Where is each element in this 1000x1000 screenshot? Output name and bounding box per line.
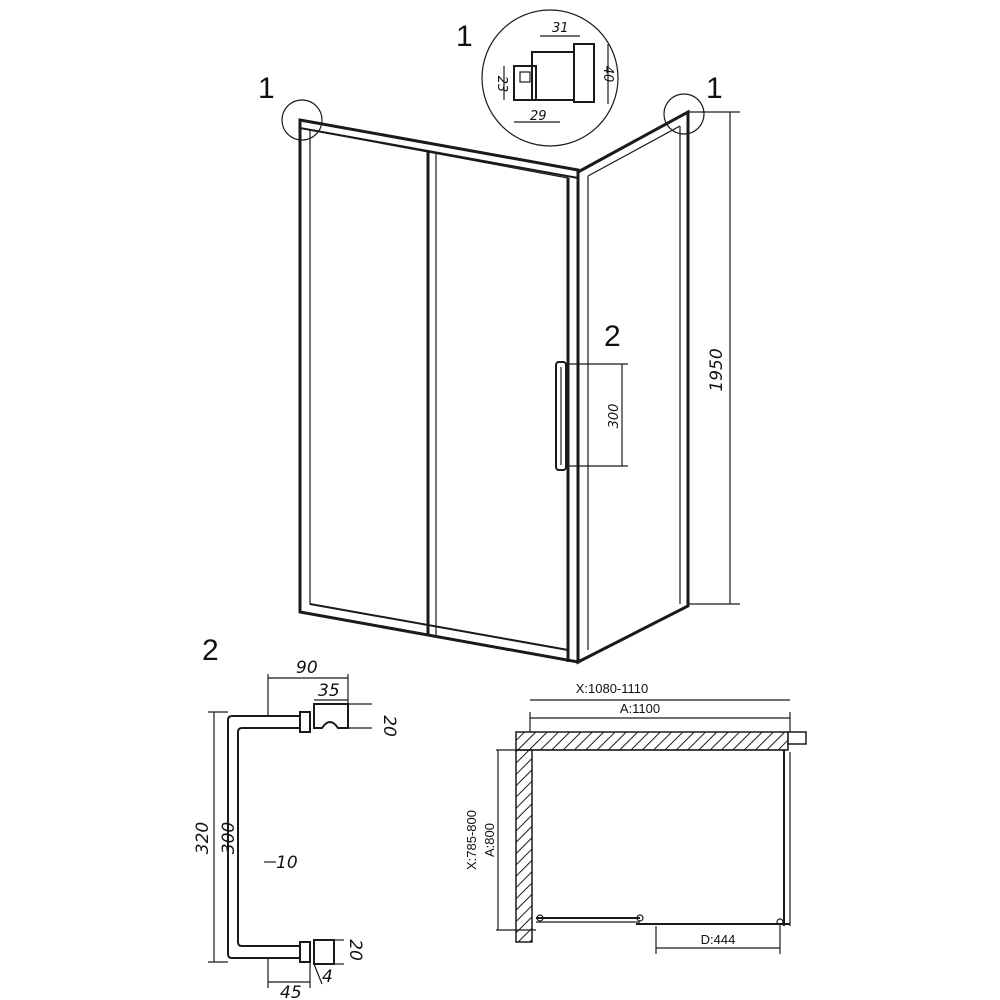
top-rail (299, 127, 579, 179)
handle-bar-outer (227, 715, 270, 959)
handle-dim-10-label: 10 (276, 853, 298, 873)
side-panel-frame (576, 109, 690, 665)
detail-circle-right (663, 93, 705, 135)
height-dim-label: 1950 (707, 348, 727, 391)
bottom-rail (309, 603, 569, 651)
plan-roller-3 (776, 918, 784, 926)
plan-depth-nominal-label: A:800 (482, 823, 497, 857)
handle-dim-35-label: 35 (318, 681, 340, 701)
profile-dim-top-label: 31 (552, 21, 569, 36)
profile-right (573, 43, 595, 103)
handle-detail: 2 90 35 20 320 300 10 20 (193, 634, 399, 1000)
plan-width-range-label: X:1080-1110 (576, 681, 649, 696)
front-panel-frame (298, 118, 580, 664)
profile-left (513, 65, 537, 101)
callout-handle-detail: 2 (202, 634, 219, 667)
profile-dim-right-label: 40 (600, 66, 615, 83)
profile-detail: 1 31 40 23 29 (456, 9, 619, 147)
handle-dim-20-top-label: 20 (379, 715, 399, 737)
handle-dim-20-bottom-label: 20 (345, 939, 365, 961)
handle-bottom-bracket (313, 939, 335, 965)
callout-corner-left: 1 (258, 72, 275, 105)
profile-main (531, 51, 575, 101)
callout-handle: 2 (604, 320, 621, 353)
handle-top-bracket (313, 703, 349, 729)
plan-wall-top-end (787, 731, 807, 745)
handle-dim-320-label: 320 (193, 822, 213, 854)
handle-dim-90-label: 90 (296, 658, 318, 678)
plan-depth-range-label: X:785-800 (464, 810, 479, 870)
plan-wall-top (515, 731, 789, 751)
detail-circle-left (281, 99, 323, 141)
profile-detail-circle (481, 9, 619, 147)
handle-dim-label: 300 (607, 404, 622, 429)
handle-dim-45-label: 45 (280, 983, 302, 1000)
enclosure-perspective-view: 1950 300 1 1 2 (258, 72, 740, 665)
handle-bar-inner (237, 727, 300, 947)
side-panel-top-inner (587, 125, 681, 177)
handle-dim-4-label: 4 (322, 967, 333, 987)
handle-dim-300-label: 300 (219, 822, 239, 854)
callout-corner-right: 1 (706, 72, 723, 105)
plan-roller-1 (536, 914, 544, 922)
handle-dim-4-leader (313, 963, 323, 985)
profile-insert (519, 71, 531, 83)
front-panel-inner-frame (309, 129, 569, 651)
plan-door-opening-label: D:444 (701, 932, 736, 947)
plan-view: X:1080-1110 A:1100 X:785-800 A:800 D:444 (464, 681, 807, 954)
plan-wall-left (515, 749, 533, 943)
callout-profile-detail: 1 (456, 20, 473, 53)
door-handle (555, 361, 567, 471)
profile-dim-left-label: 23 (494, 76, 509, 93)
plan-roller-2 (636, 914, 644, 922)
handle-bottom-stud (299, 941, 311, 963)
plan-width-nominal-label: A:1100 (620, 701, 660, 716)
profile-dim-bottom-label: 29 (530, 109, 547, 124)
handle-top-stud (299, 711, 311, 733)
